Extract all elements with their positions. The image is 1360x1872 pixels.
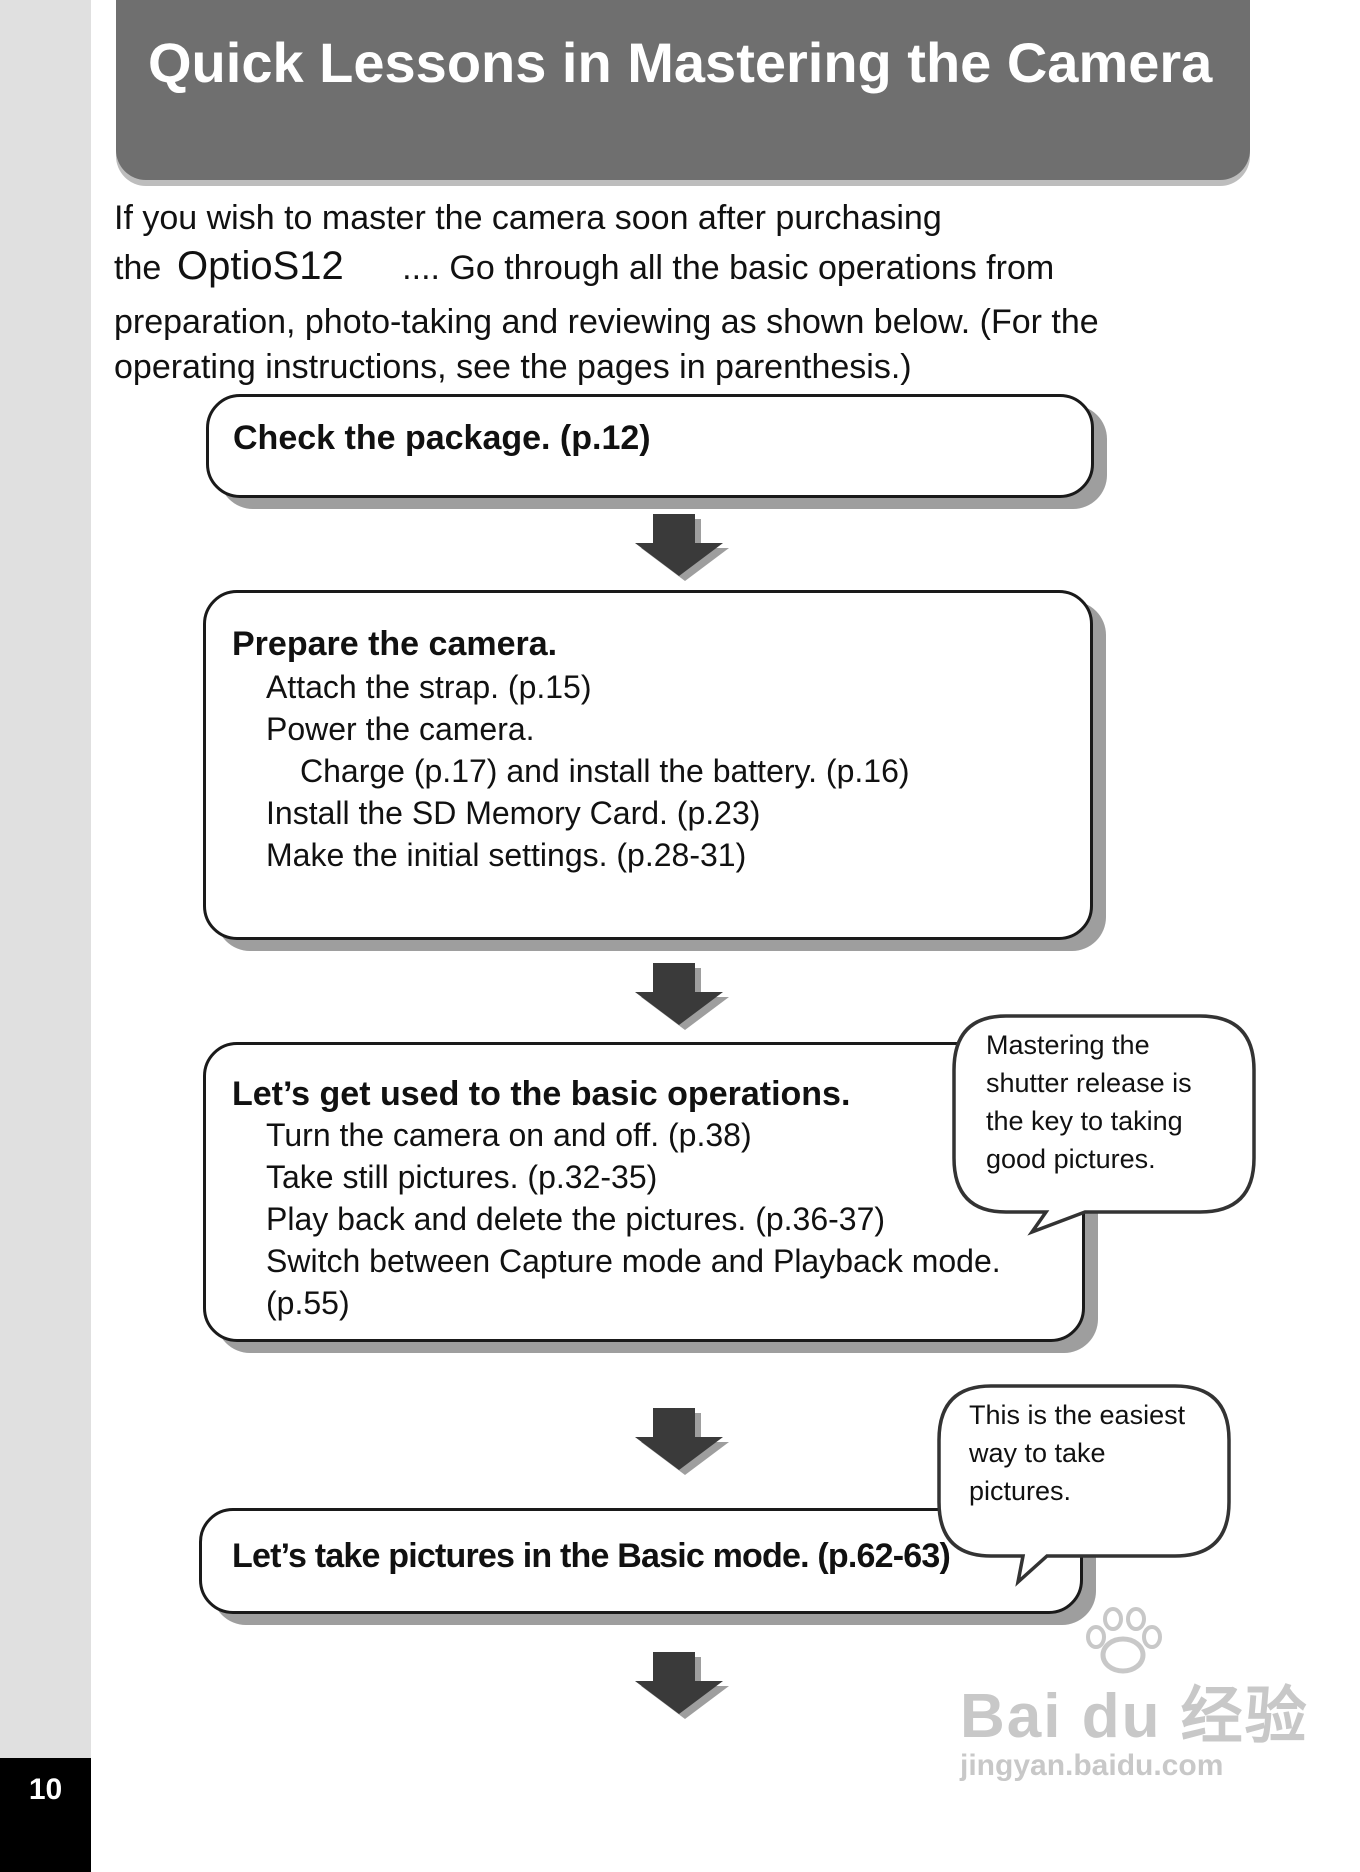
step-title: Let’s take pictures in the Basic mode. (…	[232, 1537, 951, 1575]
down-arrow-icon	[635, 1408, 729, 1475]
step-item: Power the camera.	[266, 711, 535, 747]
intro-paragraph: If you wish to master the camera soon af…	[114, 196, 1194, 389]
step-item: Attach the strap. (p.15)	[266, 669, 592, 705]
bubble-line: the key to taking	[986, 1106, 1183, 1136]
intro-line-2-end: .... Go through all the basic operations…	[402, 248, 1055, 287]
bubble-line: This is the easiest	[969, 1400, 1186, 1430]
down-arrow-icon	[635, 514, 729, 581]
bubble-line: pictures.	[969, 1476, 1072, 1506]
down-arrow-icon	[635, 1652, 729, 1719]
page-title: Quick Lessons in Mastering the Camera	[148, 31, 1213, 94]
bubble-line: shutter release is	[986, 1068, 1192, 1098]
step-item: Make the initial settings. (p.28-31)	[266, 837, 747, 873]
down-arrow-icon	[635, 963, 729, 1030]
optio-logo-text: OptioS12	[177, 244, 344, 288]
watermark-url: jingyan.baidu.com	[960, 1749, 1224, 1782]
baidu-paw-icon	[1086, 1607, 1162, 1674]
bubble-line: Mastering the	[986, 1030, 1150, 1060]
step-item: Charge (p.17) and install the battery. (…	[300, 753, 910, 789]
step-item: (p.55)	[266, 1285, 350, 1321]
speech-bubble-icon	[952, 1014, 1256, 1236]
intro-line-1: If you wish to master the camera soon af…	[114, 199, 942, 237]
step-item: Switch between Capture mode and Playback…	[266, 1243, 1001, 1279]
intro-line-2: the OptioS12 .... Go through all the bas…	[114, 241, 1194, 301]
baidu-watermark: Bai du 经验 jingyan.baidu.com	[960, 1607, 1309, 1783]
optio-logo: OptioS12	[177, 241, 387, 301]
step-title: Check the package. (p.12)	[233, 419, 651, 457]
step-item: Install the SD Memory Card. (p.23)	[266, 795, 761, 831]
step-box-basic-operations: Let’s get used to the basic operations. …	[203, 1042, 1085, 1342]
bubble-line: way to take	[969, 1438, 1106, 1468]
intro-line-2-start: the	[114, 248, 162, 287]
intro-line-3: preparation, photo-taking and reviewing …	[114, 303, 1099, 341]
step-item: Turn the camera on and off. (p.38)	[266, 1117, 752, 1153]
speech-bubble-icon	[937, 1384, 1231, 1587]
step-title: Let’s get used to the basic operations.	[232, 1075, 851, 1113]
step-title: Prepare the camera.	[232, 625, 558, 663]
bubble-line: good pictures.	[986, 1144, 1156, 1174]
speech-bubble-shutter-tip: Mastering the shutter release is the key…	[950, 1010, 1265, 1250]
step-box-prepare-camera: Prepare the camera. Attach the strap. (p…	[203, 590, 1093, 940]
left-margin-band	[0, 0, 91, 1872]
page-number-tab	[0, 1758, 91, 1872]
watermark-main: Bai du 经验	[960, 1682, 1309, 1751]
step-box-check-package: Check the package. (p.12)	[206, 394, 1094, 498]
step-box-basic-mode: Let’s take pictures in the Basic mode. (…	[199, 1508, 1083, 1614]
page-number: 10	[28, 1773, 63, 1806]
step-item: Play back and delete the pictures. (p.36…	[266, 1201, 886, 1237]
step-item: Take still pictures. (p.32-35)	[266, 1159, 658, 1195]
intro-line-4: operating instructions, see the pages in…	[114, 347, 912, 386]
chapter-header: Quick Lessons in Mastering the Camera	[116, 0, 1250, 180]
speech-bubble-easiest-tip: This is the easiest way to take pictures…	[935, 1380, 1235, 1595]
